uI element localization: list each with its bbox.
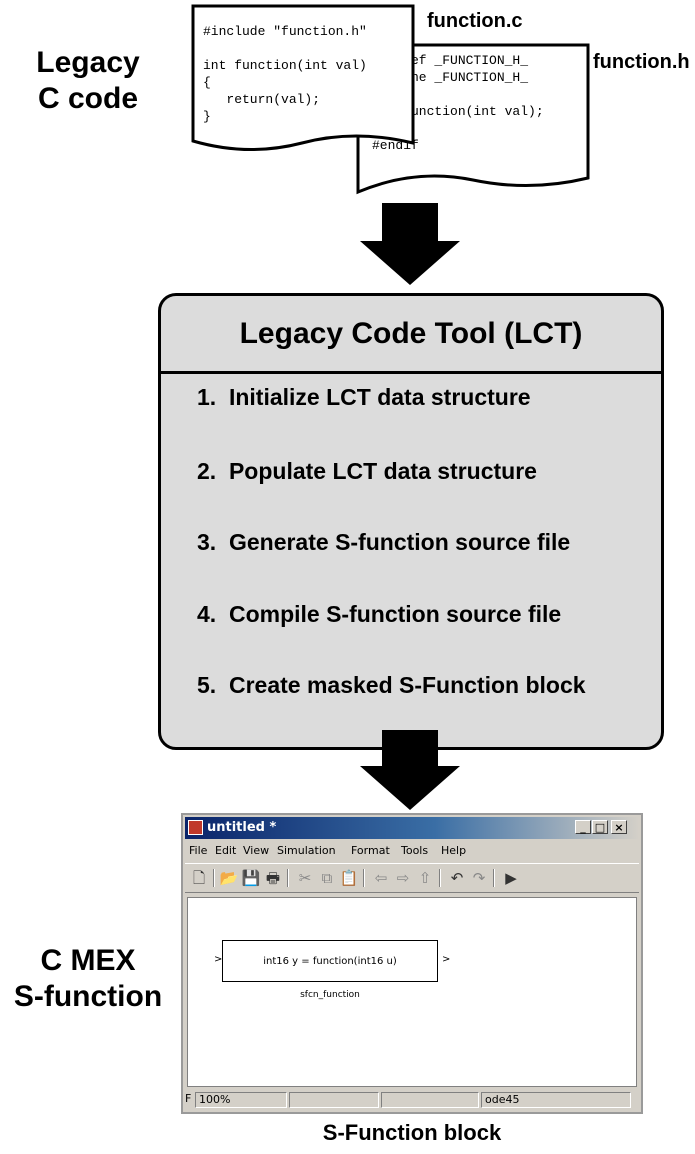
menu-tools[interactable]: Tools bbox=[401, 844, 429, 857]
function-c-filename: function.c bbox=[427, 10, 523, 32]
output-port-icon: > bbox=[442, 954, 451, 965]
maximize-icon[interactable]: □ bbox=[592, 820, 608, 834]
forward-arrow-icon[interactable]: ⇨ bbox=[396, 869, 410, 887]
status-left: F bbox=[185, 1092, 192, 1105]
function-h-document bbox=[356, 43, 590, 195]
menu-bar: File Edit View Simulation Format Tools H… bbox=[185, 841, 639, 861]
sfunction-block-caption: S-Function block bbox=[322, 1120, 502, 1145]
lct-step-3: 3. Generate S-function source file bbox=[197, 529, 571, 555]
lct-step-2: 2. Populate LCT data structure bbox=[197, 458, 537, 484]
lct-box: Legacy Code Tool (LCT) 1. Initialize LCT… bbox=[158, 293, 664, 750]
menu-format[interactable]: Format bbox=[351, 844, 390, 857]
undo-icon[interactable]: ↶ bbox=[450, 869, 464, 887]
new-file-icon[interactable]: 🗋 bbox=[192, 869, 206, 887]
close-icon[interactable]: × bbox=[611, 820, 627, 834]
status-bar: F 100% ode45 bbox=[185, 1091, 639, 1110]
down-arrow-2 bbox=[360, 730, 460, 810]
function-c-code: #include "function.h" int function(int v… bbox=[203, 24, 367, 124]
simulink-app-icon bbox=[188, 820, 203, 835]
lct-step-1: 1. Initialize LCT data structure bbox=[197, 384, 531, 410]
print-icon[interactable]: 🖶 bbox=[265, 869, 281, 887]
redo-icon[interactable]: ↷ bbox=[472, 869, 486, 887]
menu-file[interactable]: File bbox=[189, 844, 208, 857]
run-icon[interactable]: ▶ bbox=[505, 869, 517, 887]
open-folder-icon[interactable]: 📂 bbox=[219, 869, 239, 887]
toolbar: 🗋 📂 💾 🖶 ✂ ⧉ 📋 ⇦ ⇨ ⇧ ↶ ↷ ▶ bbox=[185, 863, 639, 893]
legacy-label-line1: Legacy bbox=[36, 46, 140, 79]
legacy-label-line2: C code bbox=[37, 82, 139, 115]
sfunction-block-name: sfcn_function bbox=[300, 990, 360, 1000]
sfunction-block-text: int16 y = function(int16 u) bbox=[263, 955, 397, 967]
menu-simulation[interactable]: Simulation bbox=[277, 844, 336, 857]
cmex-label-line1: C MEX bbox=[40, 944, 136, 977]
model-canvas[interactable]: > int16 y = function(int16 u) > sfcn_fun… bbox=[187, 897, 637, 1087]
up-arrow-icon[interactable]: ⇧ bbox=[418, 869, 432, 887]
status-cell-2 bbox=[289, 1092, 379, 1108]
function-c-document bbox=[191, 4, 415, 152]
status-zoom: 100% bbox=[195, 1092, 287, 1108]
menu-edit[interactable]: Edit bbox=[215, 844, 237, 857]
input-port-icon: > bbox=[214, 954, 223, 965]
menu-view[interactable]: View bbox=[243, 844, 270, 857]
back-arrow-icon[interactable]: ⇦ bbox=[374, 869, 388, 887]
lct-step-5: 5. Create masked S-Function block bbox=[197, 672, 586, 698]
window-titlebar[interactable]: untitled * _ □ × bbox=[185, 817, 639, 839]
function-h-filename: function.h bbox=[593, 51, 690, 73]
copy-icon[interactable]: ⧉ bbox=[321, 869, 333, 887]
menu-help[interactable]: Help bbox=[441, 844, 467, 857]
cut-icon[interactable]: ✂ bbox=[298, 869, 312, 887]
lct-step-4: 4. Compile S-function source file bbox=[197, 601, 562, 627]
status-solver: ode45 bbox=[481, 1092, 631, 1108]
save-icon[interactable]: 💾 bbox=[241, 869, 261, 887]
status-cell-3 bbox=[381, 1092, 479, 1108]
down-arrow-1 bbox=[360, 203, 460, 285]
paste-icon[interactable]: 📋 bbox=[339, 869, 359, 887]
simulink-window: untitled * _ □ × File Edit View Simulati… bbox=[181, 813, 643, 1114]
window-title: untitled * bbox=[207, 820, 277, 835]
cmex-label-line2: S-function bbox=[13, 980, 163, 1013]
lct-title: Legacy Code Tool (LCT) bbox=[161, 296, 661, 374]
sfunction-block[interactable]: int16 y = function(int16 u) bbox=[222, 940, 438, 982]
minimize-icon[interactable]: _ bbox=[575, 820, 591, 834]
